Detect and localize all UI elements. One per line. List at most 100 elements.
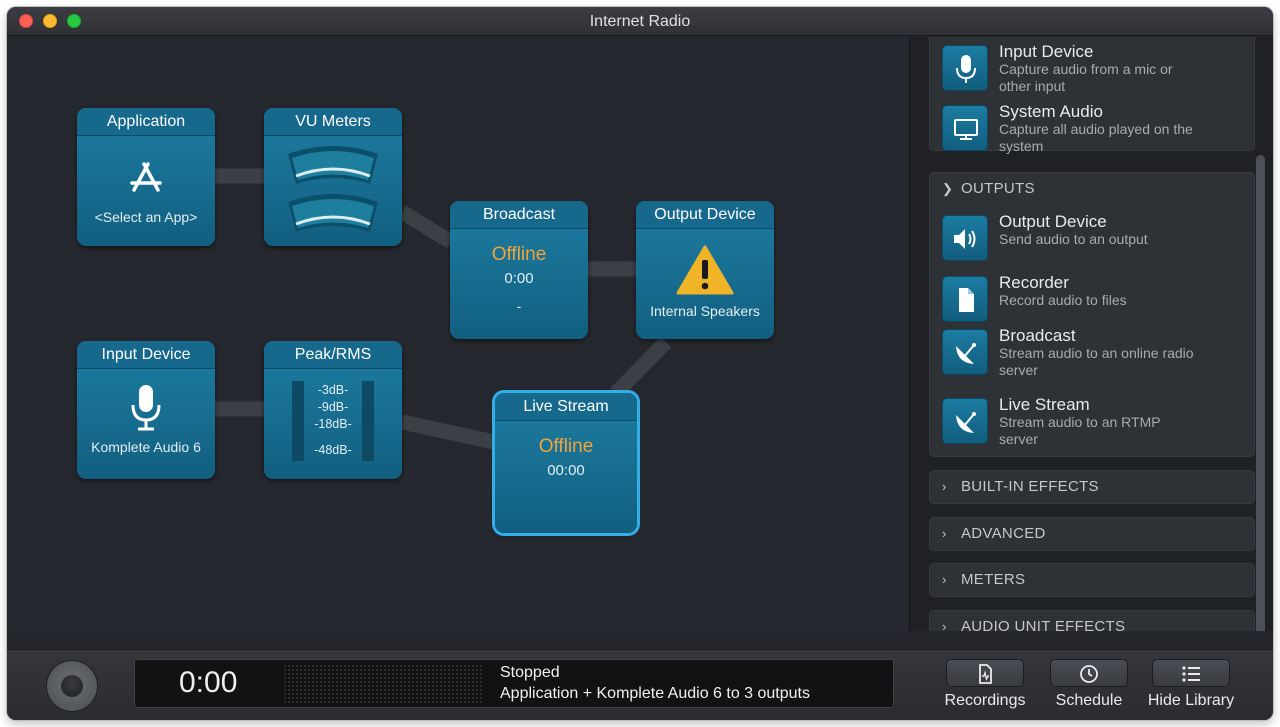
live-stream-status: Offline <box>538 436 594 457</box>
section-built-in-effects[interactable]: › BUILT-IN EFFECTS <box>929 470 1255 504</box>
close-window-button[interactable] <box>19 14 33 28</box>
node-title: Broadcast <box>450 201 588 229</box>
level-meter-dots <box>283 664 483 704</box>
node-title: Application <box>77 108 215 136</box>
wire-vu-broadcast <box>398 205 455 249</box>
minimize-window-button[interactable] <box>43 14 57 28</box>
peak-meter-right <box>362 381 374 461</box>
library-item-system-audio[interactable]: System Audio Capture all audio played on… <box>942 102 1252 154</box>
titlebar: Internet Radio <box>7 7 1273 36</box>
node-title: VU Meters <box>264 108 402 136</box>
library-item-desc: Stream audio to an online radio server <box>999 345 1194 378</box>
broadcast-extra: - <box>516 298 522 314</box>
node-peak-rms[interactable]: Peak/RMS -3dB- -9dB- -18dB- -48dB- <box>264 341 402 479</box>
section-meters[interactable]: › METERS <box>929 563 1255 597</box>
node-title: Peak/RMS <box>264 341 402 369</box>
library-sidebar[interactable]: Input Device Capture audio from a mic or… <box>909 37 1273 631</box>
chevron-right-icon: › <box>942 526 947 541</box>
broadcast-status: Offline <box>491 244 547 265</box>
file-icon <box>959 288 974 312</box>
schedule-button[interactable]: Schedule <box>1047 659 1131 720</box>
app-store-icon <box>130 162 162 192</box>
recordings-button[interactable]: Recordings <box>943 659 1027 720</box>
main-window: Internet Radio Application <box>7 7 1273 720</box>
section-label: AUDIO UNIT EFFECTS <box>961 618 1126 631</box>
chevron-right-icon: › <box>942 479 947 494</box>
speaker-icon <box>954 229 976 249</box>
sidebar-scrollbar[interactable] <box>1256 155 1265 631</box>
hide-library-button[interactable]: Hide Library <box>1147 659 1235 720</box>
library-item-input-device[interactable]: Input Device Capture audio from a mic or… <box>942 42 1252 94</box>
input-device-name: Komplete Audio 6 <box>91 439 201 455</box>
app-selector-label: <Select an App> <box>94 209 198 225</box>
library-item-desc: Capture audio from a mic or other input <box>999 61 1173 94</box>
microphone-icon <box>956 55 976 83</box>
broadcast-time: 0:00 <box>504 270 534 287</box>
peak-scale-18: -18dB- <box>314 417 352 431</box>
node-title: Live Stream <box>495 393 637 421</box>
section-audio-unit-effects[interactable]: › AUDIO UNIT EFFECTS <box>929 610 1255 631</box>
record-button[interactable] <box>46 660 98 712</box>
node-live-stream[interactable]: Live Stream Offline 00:00 <box>495 393 637 533</box>
library-item-name: Input Device <box>999 42 1094 61</box>
status-display: 0:00 Stopped Application + Komplete Audi… <box>134 659 894 708</box>
record-icon <box>61 675 83 697</box>
wire-peak-livestream <box>400 414 496 450</box>
node-vu-meters[interactable]: VU Meters <box>264 108 402 246</box>
recordings-icon <box>979 664 992 684</box>
satellite-dish-icon <box>956 343 976 364</box>
library-item-desc: Stream audio to an RTMP server <box>999 414 1161 447</box>
section-advanced[interactable]: › ADVANCED <box>929 517 1255 551</box>
library-item-recorder[interactable]: Recorder Record audio to files <box>942 273 1252 324</box>
node-output-device[interactable]: Output Device Internal Speakers <box>636 201 774 339</box>
node-input-device[interactable]: Input Device Komplete Audio 6 <box>77 341 215 479</box>
live-stream-time: 00:00 <box>547 462 585 479</box>
library-item-name: System Audio <box>999 102 1103 121</box>
chevron-right-icon: › <box>942 619 947 631</box>
satellite-dish-icon <box>956 412 976 433</box>
sources-panel: Input Device Capture audio from a mic or… <box>929 37 1255 154</box>
node-broadcast[interactable]: Broadcast Offline 0:00 - <box>450 201 588 339</box>
library-item-desc: Record audio to files <box>999 292 1127 308</box>
section-label: METERS <box>961 571 1026 588</box>
library-item-desc: Send audio to an output <box>999 231 1148 247</box>
elapsed-time: 0:00 <box>179 666 238 699</box>
library-item-output-device[interactable]: Output Device Send audio to an output <box>942 212 1252 263</box>
library-item-live-stream[interactable]: Live Stream Stream audio to an RTMP serv… <box>942 395 1252 447</box>
chevron-right-icon: › <box>942 572 947 587</box>
library-item-name: Recorder <box>999 273 1069 292</box>
warning-icon <box>676 245 734 295</box>
status-text: Stopped <box>500 664 560 681</box>
clock-icon <box>1080 665 1098 683</box>
maximize-window-button[interactable] <box>67 14 81 28</box>
peak-scale-9: -9dB- <box>317 400 349 414</box>
node-application[interactable]: Application <Select an App> <box>77 108 215 246</box>
section-label: BUILT-IN EFFECTS <box>961 478 1099 495</box>
window-title: Internet Radio <box>589 13 691 30</box>
schedule-label: Schedule <box>1055 692 1123 709</box>
output-device-name: Internal Speakers <box>650 303 760 319</box>
section-label: OUTPUTS <box>961 180 1035 197</box>
peak-meter-left <box>292 381 304 461</box>
wire-livestream-output <box>610 336 672 399</box>
hide-library-label: Hide Library <box>1147 692 1235 709</box>
monitor-icon <box>954 119 978 140</box>
library-item-broadcast[interactable]: Broadcast Stream audio to an online radi… <box>942 326 1252 378</box>
recordings-label: Recordings <box>944 692 1026 709</box>
outputs-section-header[interactable]: ❯ OUTPUTS <box>930 173 1256 205</box>
library-item-name: Broadcast <box>999 326 1076 345</box>
library-item-name: Live Stream <box>999 395 1090 414</box>
connection-wires <box>215 168 672 450</box>
vu-meter-gauges <box>288 146 378 232</box>
bottom-toolbar: 0:00 Stopped Application + Komplete Audi… <box>7 649 1273 720</box>
node-canvas[interactable]: Application <Select an App> VU Meters <box>7 37 907 631</box>
peak-scale-3: -3dB- <box>317 383 349 397</box>
node-title: Output Device <box>636 201 774 229</box>
section-label: ADVANCED <box>961 525 1046 542</box>
chevron-down-icon: ❯ <box>942 181 954 196</box>
library-item-name: Output Device <box>999 212 1107 231</box>
outputs-panel: ❯ OUTPUTS Output Device Send audio to an… <box>929 172 1255 457</box>
list-icon <box>1182 666 1200 682</box>
microphone-icon <box>131 385 161 431</box>
library-item-desc: Capture all audio played on the system <box>999 121 1193 154</box>
